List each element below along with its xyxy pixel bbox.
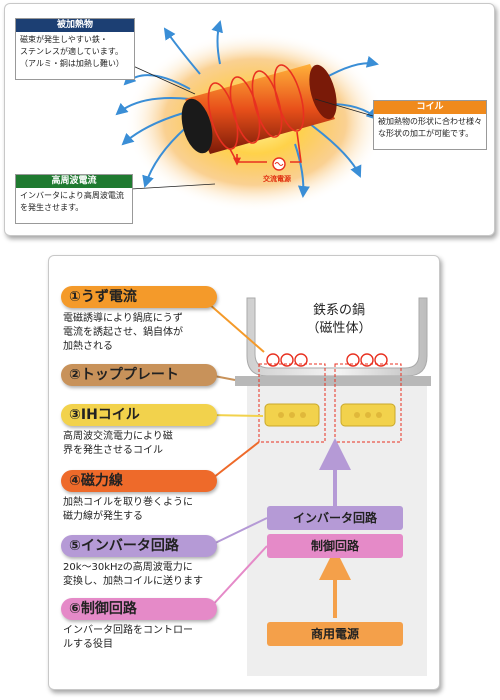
workpiece-callout: 被加熱物 磁束が発生しやすい鉄・ ステンレスが適しています。 （アルミ・銅は加熱… <box>15 18 135 80</box>
pot-label-line: 鉄系の鍋 <box>312 303 365 318</box>
ih-cooker-diagram: 鉄系の鍋 （磁性体） ①うず電流 電磁誘導により鍋底にうず 電流を誘起させ、鍋自… <box>48 255 440 690</box>
pill-ih-coil: ③IHコイル <box>61 404 217 426</box>
desc-line: 電流を誘起させ、鍋自体が <box>63 327 183 338</box>
desc-line: 加熱コイルを取り巻くように <box>63 497 193 508</box>
pill-top-plate: ②トッププレート <box>61 364 217 386</box>
pill-inverter: ⑤インバータ回路 <box>61 535 217 557</box>
desc-eddy-current: 電磁誘導により鍋底にうず 電流を誘起させ、鍋自体が 加熱される <box>63 312 183 354</box>
coil-line: 被加熱物の形状に合わせ様々 <box>378 117 482 126</box>
pill-control: ⑥制御回路 <box>61 598 217 620</box>
desc-line: インバータ回路をコントロー <box>63 625 193 636</box>
desc-line: 20k～30kHzの高周波電力に <box>63 562 193 573</box>
magnetic-field-loops <box>258 363 402 443</box>
ac-power-label: 交流電源 <box>263 175 291 183</box>
ih-coils <box>264 403 396 427</box>
desc-inverter: 20k～30kHzの高周波電力に 変換し、加熱コイルに送ります <box>63 561 203 589</box>
pill-eddy-current: ①うず電流 <box>61 286 217 308</box>
workpiece-line: ステンレスが適しています。 <box>20 47 123 56</box>
pill-magnetic-flux: ④磁力線 <box>61 470 217 492</box>
coil-leads <box>229 131 302 166</box>
magnetic-field-lines <box>115 20 379 198</box>
pot-label-line: （磁性体） <box>306 321 372 336</box>
coil-turns <box>207 64 305 150</box>
desc-line: 高周波交流電力により磁 <box>63 431 173 442</box>
workpiece-line: （アルミ・銅は加熱し難い） <box>20 59 124 68</box>
desc-line: 界を発生させるコイル <box>63 445 163 456</box>
desc-line: 電磁誘導により鍋底にうず <box>63 313 183 324</box>
control-block: 制御回路 <box>267 534 403 558</box>
desc-line: 磁力線が発生する <box>63 511 143 522</box>
top-plate <box>235 376 431 386</box>
coil-callout: コイル 被加熱物の形状に合わせ様々 な形状の加工が可能です。 <box>373 100 487 150</box>
workpiece-illustration <box>115 20 385 212</box>
desc-line: 変換し、加熱コイルに送ります <box>63 576 203 587</box>
hf-current-line: インバータにより高周波電流 <box>20 191 124 200</box>
coil-line: な形状の加工が可能です。 <box>378 129 474 138</box>
hf-current-callout: 高周波電流 インバータにより高周波電流 を発生させます。 <box>15 174 133 224</box>
desc-line: 加熱される <box>63 341 113 352</box>
desc-ih-coil: 高周波交流電力により磁 界を発生させるコイル <box>63 430 173 458</box>
desc-magnetic-flux: 加熱コイルを取り巻くように 磁力線が発生する <box>63 496 193 524</box>
coil-title: コイル <box>374 101 486 114</box>
pot-label: 鉄系の鍋 （磁性体） <box>289 302 389 338</box>
pot <box>246 297 428 377</box>
induction-heating-diagram: 被加熱物 磁束が発生しやすい鉄・ ステンレスが適しています。 （アルミ・銅は加熱… <box>4 3 495 236</box>
power-block: 商用電源 <box>267 622 403 646</box>
workpiece-line: 磁束が発生しやすい鉄・ <box>20 35 108 44</box>
hf-current-title: 高周波電流 <box>16 175 132 188</box>
eddy-currents <box>266 353 388 367</box>
desc-line: ルする役目 <box>63 639 113 650</box>
desc-control: インバータ回路をコントロー ルする役目 <box>63 624 193 652</box>
hf-current-line: を発生させます。 <box>20 203 84 212</box>
inverter-block: インバータ回路 <box>267 506 403 530</box>
workpiece-title: 被加熱物 <box>16 19 134 32</box>
